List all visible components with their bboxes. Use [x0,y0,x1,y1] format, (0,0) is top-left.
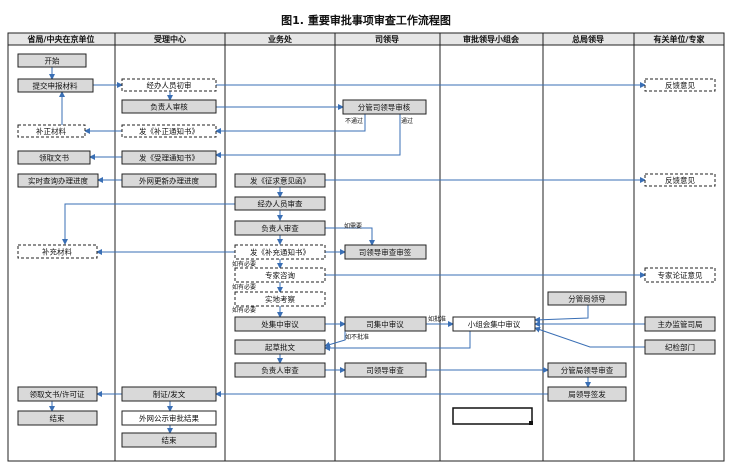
svg-text:反馈意见: 反馈意见 [665,175,695,185]
resize-handle [529,421,533,425]
svg-text:发《补充通知书》: 发《补充通知书》 [250,247,310,257]
note-if-needed-1: 如需要 [344,222,362,230]
note-not-pass: 不通过 [345,117,363,125]
svg-text:司领导审查: 司领导审查 [366,365,404,375]
node-dept-collective: 处集中审议 [234,316,326,332]
column-header-experts: 有关单位/专家 [654,34,706,44]
chart-title: 图1. 重要审批事项审查工作流程图 [281,13,451,27]
svg-text:结束: 结束 [162,435,177,445]
svg-text:分管局领导: 分管局领导 [568,294,606,304]
svg-text:专家论证意见: 专家论证意见 [658,270,703,280]
column-header-approval-group: 审批领导小组会 [463,34,519,44]
node-solicit: 发《征求意见函》 [234,173,326,188]
node-lead-check: 负责人审核 [121,99,217,114]
node-bureau-sign: 局领导签发 [547,386,627,402]
column-header-bureau-leader: 总局领导 [572,34,604,44]
svg-text:专家咨询: 专家咨询 [265,270,295,280]
svg-text:外网更新办理进度: 外网更新办理进度 [139,176,199,186]
svg-text:实地考察: 实地考察 [265,294,295,304]
column-header-dept-leader: 司领导 [375,34,399,44]
svg-text:领取文书/许可证: 领取文书/许可证 [29,389,85,399]
svg-text:处集中审议: 处集中审议 [261,319,299,329]
node-discipline: 纪检部门 [644,339,716,355]
svg-text:司领导审查审签: 司领导审查审签 [359,247,412,257]
node-supplement: 补正材料 [17,124,86,138]
svg-text:发《补正通知书》: 发《补正通知书》 [139,126,199,136]
svg-text:补正材料: 补正材料 [36,126,66,136]
node-receive-doc: 领取文书 [17,150,91,165]
node-external-update: 外网更新办理进度 [121,173,217,188]
svg-text:制证/发文: 制证/发文 [153,389,186,399]
node-bureau-leader: 分管局领导 [547,291,627,306]
svg-text:主办监管司局: 主办监管司局 [658,319,703,329]
svg-text:分管司领导审核: 分管司领导审核 [358,102,411,112]
node-handler-exam: 经办人员审查 [234,196,326,211]
svg-text:发《征求意见函》: 发《征求意见函》 [250,176,310,186]
note-if-approve: 如批准 [428,315,446,323]
note-if-needed-4: 如有必要 [232,306,256,314]
svg-text:局领导签发: 局领导签发 [568,389,606,399]
svg-text:负责人审查: 负责人审查 [261,365,299,375]
node-start: 开始 [17,53,87,68]
node-realtime-query: 实时查询办理进度 [17,173,99,188]
svg-text:反馈意见: 反馈意见 [665,80,695,90]
svg-text:经办人员初审: 经办人员初审 [147,80,192,90]
node-handler-review: 经办人员初审 [121,78,217,92]
note-not-approve: 如不批准 [345,333,369,341]
node-end-1: 结束 [17,410,98,426]
node-bureau-exam: 分管局领导审查 [547,362,627,378]
svg-text:负责人审核: 负责人审核 [150,102,188,112]
svg-text:经办人员审查: 经办人员审查 [258,199,303,209]
node-publish-result: 外网公示审批结果 [121,410,217,426]
node-field-inspect: 实地考察 [234,291,326,307]
svg-text:司集中审议: 司集中审议 [366,319,404,329]
svg-text:外网公示审批结果: 外网公示审批结果 [139,413,199,423]
node-dept-exam-sign: 司领导审查审签 [344,244,427,260]
node-collect-license: 领取文书/许可证 [17,386,98,402]
node-group-collective: 小组会集中审议 [452,316,536,332]
column-header-provincial: 省局/中央在京单位 [27,34,95,44]
node-supervise: 主办监管司局 [644,316,716,332]
svg-text:发《受理通知书》: 发《受理通知书》 [139,153,199,163]
svg-text:起草批文: 起草批文 [265,342,295,352]
note-if-needed-2: 如有必要 [232,260,256,268]
svg-text:负责人审查: 负责人审查 [261,223,299,233]
empty-box [452,407,533,425]
svg-text:提交申报材料: 提交申报材料 [33,81,78,91]
node-lead-exam-2: 负责人审查 [234,362,326,378]
svg-text:开始: 开始 [45,56,60,66]
node-notice-supp: 发《补充通知书》 [234,244,326,260]
column-dividers [114,33,635,461]
node-notice-accept: 发《受理通知书》 [121,150,217,165]
node-lead-exam: 负责人审查 [234,220,326,236]
header-band [7,32,725,46]
svg-text:补充材料: 补充材料 [42,247,72,257]
svg-text:领取文书: 领取文书 [39,153,69,163]
column-header-business: 业务处 [268,34,293,44]
column-header-acceptance: 受理中心 [154,34,186,44]
svg-text:分管局领导审查: 分管局领导审查 [561,365,614,375]
node-draft: 起草批文 [234,339,326,355]
svg-text:小组会集中审议: 小组会集中审议 [468,319,521,329]
svg-text:结束: 结束 [50,413,65,423]
node-feedback-1: 反馈意见 [644,78,716,92]
node-div-collective: 司集中审议 [344,316,427,332]
node-issue-doc: 制证/发文 [121,386,217,402]
node-feedback-2: 反馈意见 [644,173,716,187]
node-dept-exam-2: 司领导审查 [344,362,427,378]
node-submit: 提交申报材料 [17,78,94,93]
node-supplementary: 补充材料 [17,244,98,259]
note-if-needed-3: 如有必要 [232,283,256,291]
svg-text:实时查询办理进度: 实时查询办理进度 [28,176,88,186]
node-leader-review: 分管司领导审核 [342,99,427,115]
node-notice-correct: 发《补正通知书》 [121,124,217,138]
node-expert-opinion: 专家论证意见 [644,267,716,283]
note-pass: 通过 [401,117,413,125]
node-end-2: 结束 [121,432,217,448]
connectors [49,67,646,434]
svg-text:纪检部门: 纪检部门 [665,342,695,352]
node-expert-consult: 专家咨询 [234,267,326,283]
